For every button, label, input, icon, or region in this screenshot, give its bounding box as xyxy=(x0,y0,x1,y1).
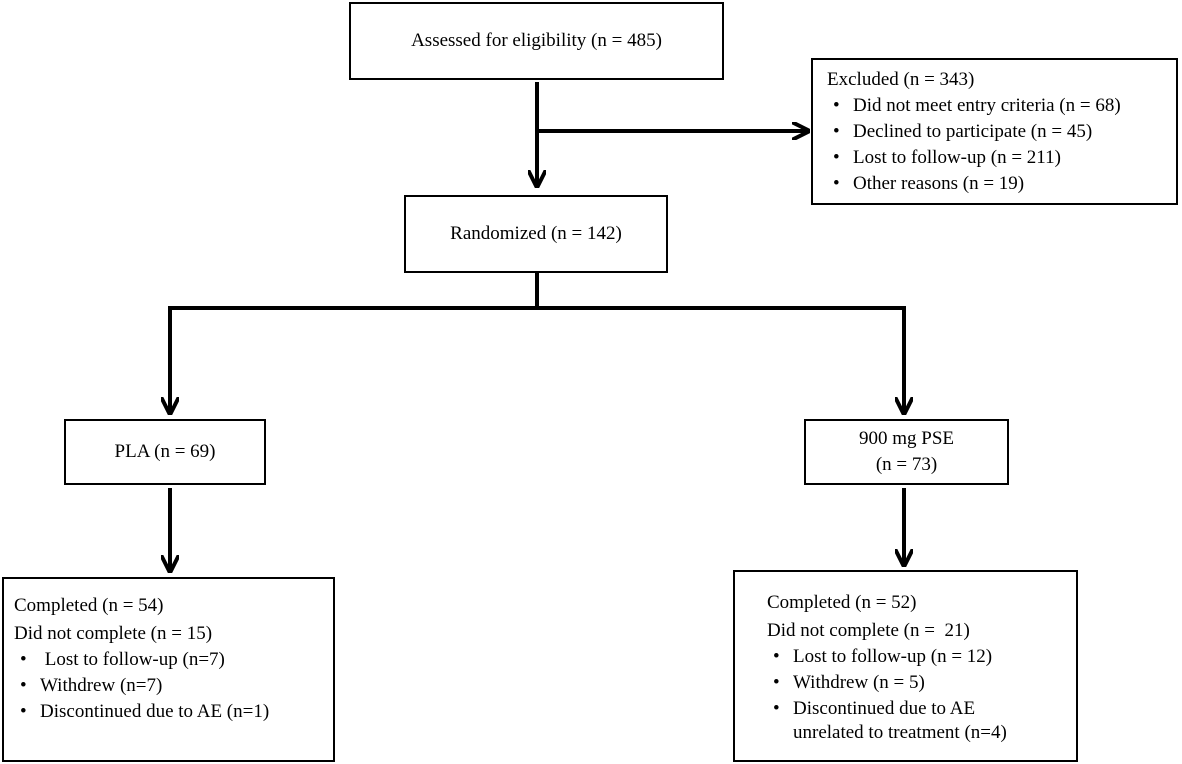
excluded-reason: Lost to follow-up (n = 211) xyxy=(827,145,1176,171)
pla-reason: Withdrew (n=7) xyxy=(14,673,333,699)
randomized-label: Randomized (n = 142) xyxy=(450,223,622,244)
pse-reason: Discontinued due to AE xyxy=(767,696,1076,722)
pse-not-completed: Did not complete (n = 21) xyxy=(767,620,970,641)
pla-not-completed: Did not complete (n = 15) xyxy=(14,623,213,644)
pla-reasons-list: Lost to follow-up (n=7) Withdrew (n=7) D… xyxy=(14,647,333,725)
pse-box: 900 mg PSE (n = 73) xyxy=(804,419,1009,485)
assessed-label: Assessed for eligibility (n = 485) xyxy=(411,30,662,51)
pla-box: PLA (n = 69) xyxy=(64,419,266,485)
pse-reason: Lost to follow-up (n = 12) xyxy=(767,644,1076,670)
excluded-reason: Declined to participate (n = 45) xyxy=(827,119,1176,145)
excluded-box: Excluded (n = 343) Did not meet entry cr… xyxy=(811,58,1178,205)
pla-reason: Lost to follow-up (n=7) xyxy=(14,647,333,673)
randomized-box: Randomized (n = 142) xyxy=(404,195,668,273)
pse-outcome-box: Completed (n = 52) Did not complete (n =… xyxy=(733,570,1078,762)
pla-outcome-box: Completed (n = 54) Did not complete (n =… xyxy=(2,577,335,762)
pse-completed: Completed (n = 52) xyxy=(767,592,917,613)
pse-label-line2: (n = 73) xyxy=(875,454,938,475)
pse-label-line1: 900 mg PSE xyxy=(858,428,955,449)
pla-completed: Completed (n = 54) xyxy=(14,595,164,616)
excluded-reason: Other reasons (n = 19) xyxy=(827,171,1176,197)
excluded-reasons-list: Did not meet entry criteria (n = 68) Dec… xyxy=(827,93,1176,197)
excluded-title: Excluded (n = 343) xyxy=(827,69,975,90)
pse-reasons-list: Lost to follow-up (n = 12) Withdrew (n =… xyxy=(767,644,1076,746)
pla-label: PLA (n = 69) xyxy=(114,441,216,462)
pla-reason: Discontinued due to AE (n=1) xyxy=(14,699,333,725)
pse-reason: Withdrew (n = 5) xyxy=(767,670,1076,696)
excluded-reason: Did not meet entry criteria (n = 68) xyxy=(827,93,1176,119)
pse-reason-continued: unrelated to treatment (n=4) xyxy=(793,722,1007,743)
assessed-box: Assessed for eligibility (n = 485) xyxy=(349,2,724,80)
